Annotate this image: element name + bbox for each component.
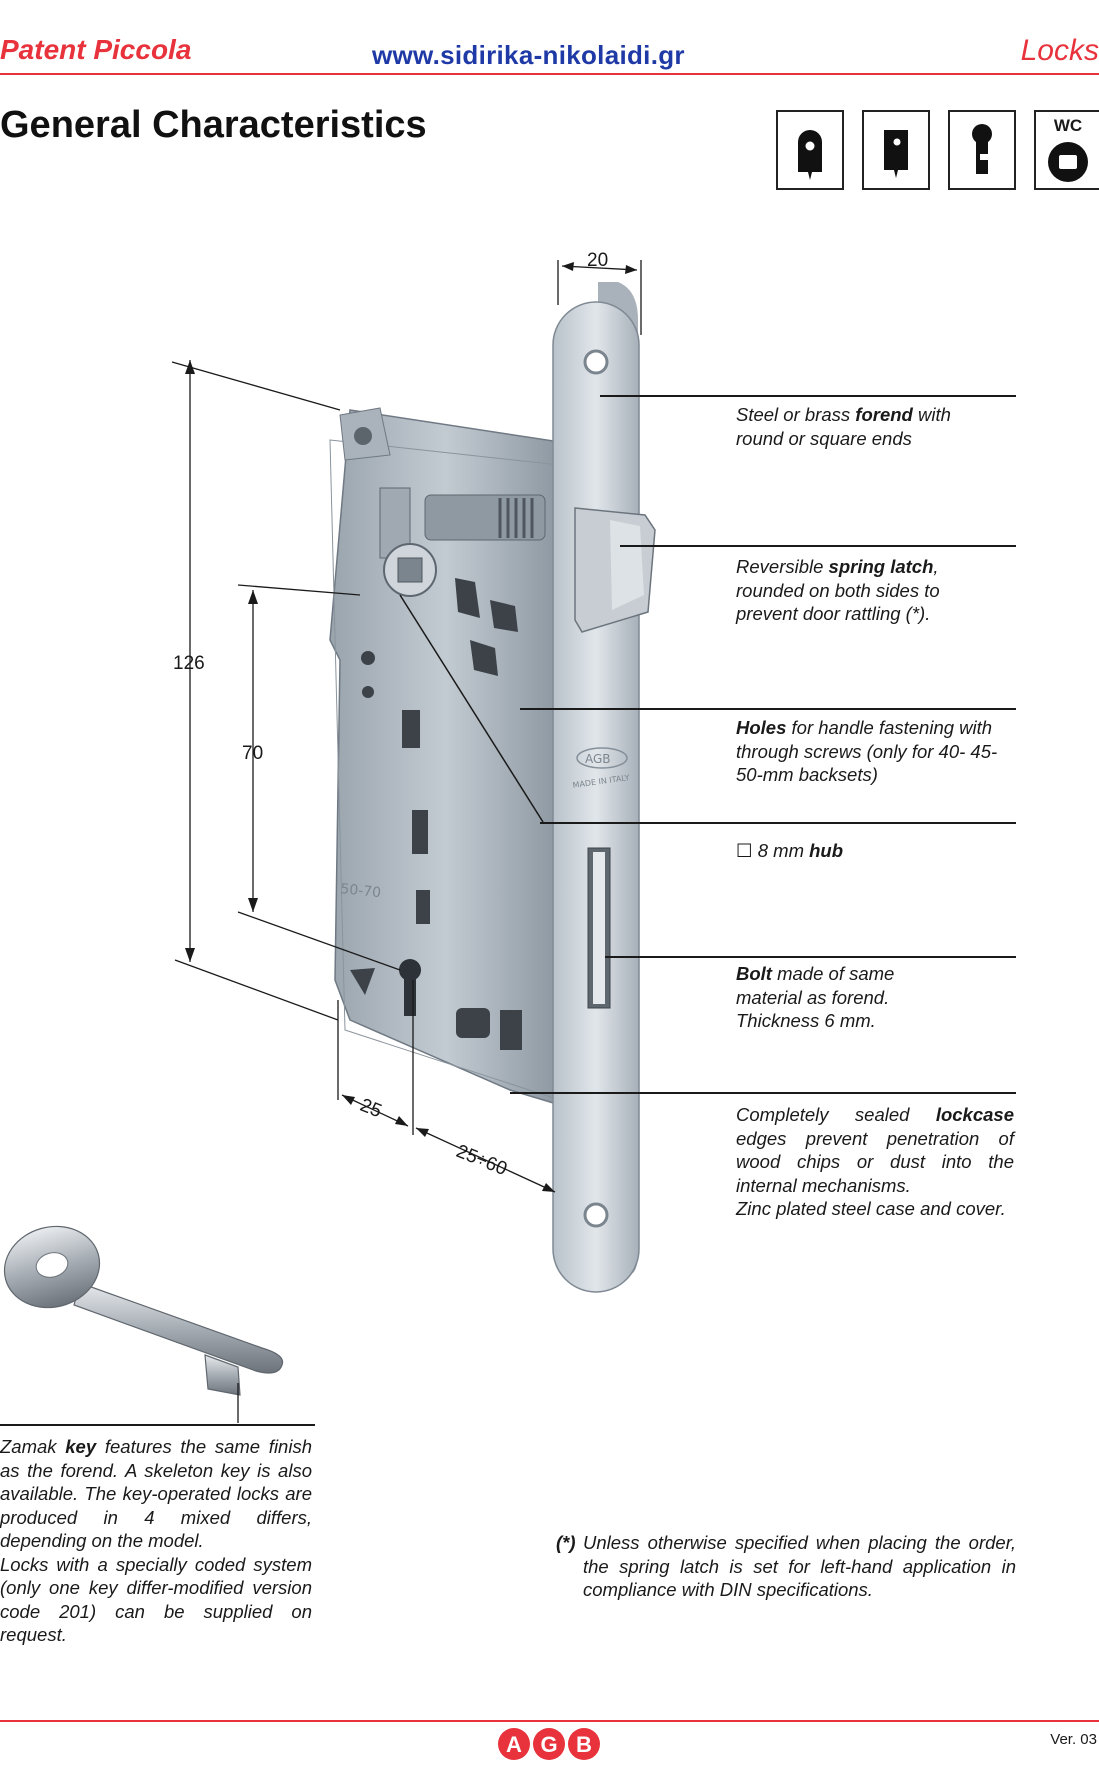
logo-letter-a: A xyxy=(506,1732,522,1757)
logo-letter-b: B xyxy=(576,1732,592,1757)
header-divider xyxy=(0,73,1099,75)
callout-holes: Holes for handle fastening with through … xyxy=(736,717,998,785)
lock-code-marking: 50-70 xyxy=(340,881,382,901)
version-label: Ver. 03 xyxy=(1050,1731,1097,1748)
lockcase: 50-70 xyxy=(329,407,561,1107)
leader-hub-diagonal xyxy=(399,594,544,823)
forend: AGB MADE IN ITALY xyxy=(552,282,656,1293)
header-brand: Patent Piccola xyxy=(0,34,192,65)
dimension-lines xyxy=(171,260,642,1193)
leader-latch xyxy=(620,545,1016,547)
key-profile-small-icon xyxy=(862,110,930,190)
callout-hub: ☐ 8 mm hub xyxy=(736,840,844,861)
lock-brand-marking: AGB xyxy=(585,752,611,766)
square-hub-icon: ☐ xyxy=(736,840,753,861)
leader-forend xyxy=(600,395,1016,397)
logo-letter-g: G xyxy=(540,1732,557,1757)
dimension-height: 126 xyxy=(173,653,205,674)
header-url-link[interactable]: www.sidirika-nikolaidi.gr xyxy=(372,40,685,70)
page-title: General Characteristics xyxy=(0,104,427,146)
dimension-forend-width: 20 xyxy=(587,250,609,271)
dimension-center-distance: 70 xyxy=(242,743,264,764)
leader-key xyxy=(0,1424,315,1426)
lock-illustration: 50-70 AGB MADE IN ITALY xyxy=(171,260,656,1293)
footer-logo: A G B xyxy=(497,1726,601,1762)
leader-holes xyxy=(520,708,1016,710)
key-illustration xyxy=(3,1225,284,1423)
wc-label: WC xyxy=(1053,116,1083,135)
callout-bolt: Bolt made of same material as forend. Th… xyxy=(736,963,895,1031)
callout-spring-latch: Reversible spring latch, rounded on both… xyxy=(736,556,940,624)
key-note: Zamak key features the same finish as th… xyxy=(0,1436,312,1645)
key-image xyxy=(3,1225,284,1423)
footnote: (*) Unless otherwise specified when plac… xyxy=(556,1531,1016,1602)
dimension-arrows xyxy=(185,262,637,1192)
footnote-text: Unless otherwise specified when placing … xyxy=(583,1532,1016,1600)
footnote-mark: (*) xyxy=(556,1532,576,1553)
callout-forend: Steel or brass forend with round or squa… xyxy=(736,404,951,449)
keyhole-icon xyxy=(948,110,1016,190)
header-category: Locks xyxy=(1020,34,1099,67)
footer-divider xyxy=(0,1720,1099,1722)
leader-hub xyxy=(540,822,1016,824)
key-profile-icon xyxy=(776,110,844,190)
callout-lockcase: Completely sealed lockcase edges prevent… xyxy=(736,1104,1014,1219)
wc-icon: WC xyxy=(1034,110,1099,190)
leader-bolt xyxy=(605,956,1016,958)
leader-lockcase xyxy=(510,1092,1016,1094)
